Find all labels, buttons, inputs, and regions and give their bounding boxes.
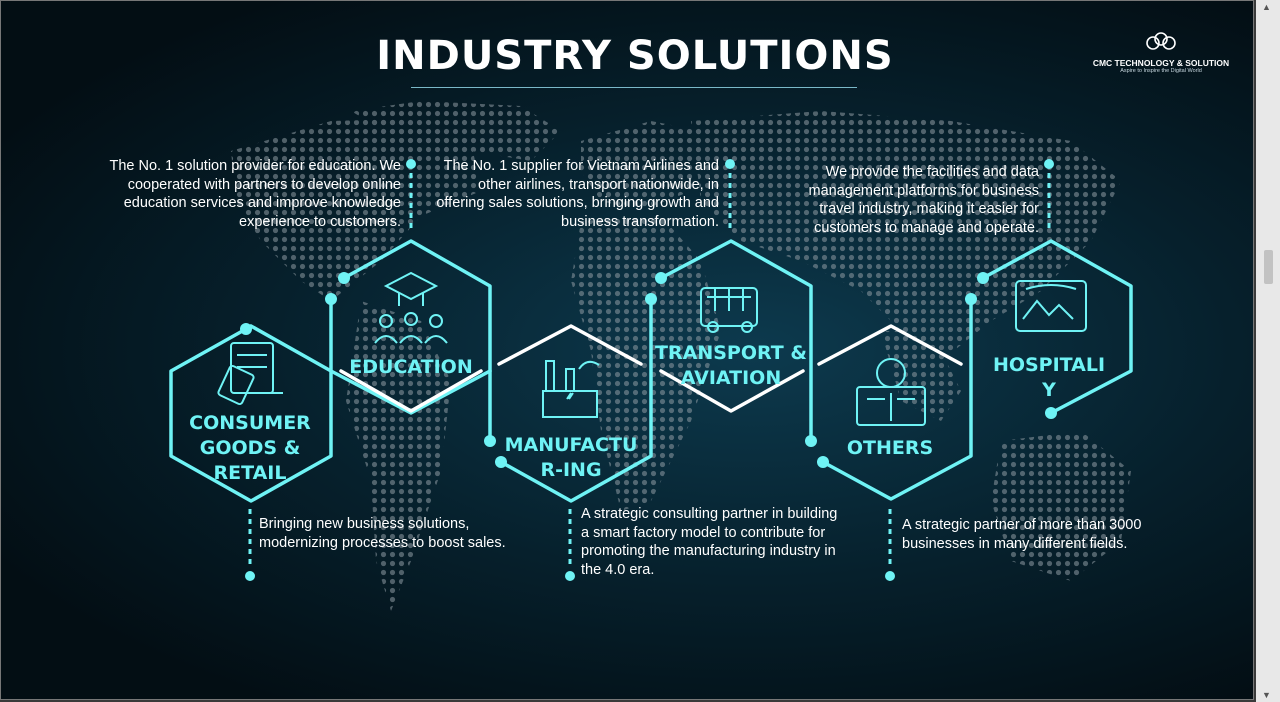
- title-underline: [411, 87, 857, 88]
- others-description: A strategic partner of more than 3000 bu…: [902, 517, 1142, 552]
- education-description: The No. 1 solution provider for educatio…: [109, 158, 401, 230]
- hex-education-bottom: [329, 297, 492, 415]
- transport-description: The No. 1 supplier for Vietnam Airlines …: [436, 158, 719, 230]
- label-others: OTHERS: [846, 437, 934, 459]
- consumer-goods-description: Bringing new business solutions, moderni…: [259, 516, 506, 551]
- hex-hospitality: [981, 239, 1133, 415]
- hex-transport: [659, 239, 813, 443]
- logo-icon: [1146, 32, 1176, 50]
- logo-name: CMC TECHNOLOGY & SOLUTION: [1092, 58, 1230, 68]
- landscape-icon: [1015, 280, 1087, 332]
- bus-icon: [700, 287, 758, 333]
- factory-icon: [542, 360, 600, 418]
- label-manufacturing: MANUFACTU R-ING: [504, 434, 638, 481]
- globe-tablet-icon: [856, 358, 926, 426]
- company-logo: CMC TECHNOLOGY & SOLUTION Aspire to Insp…: [1091, 31, 1231, 74]
- manufacturing-description: A strategic consulting partner in buildi…: [581, 506, 838, 578]
- vertical-scrollbar[interactable]: ▲ ▼: [1256, 0, 1280, 702]
- shopping-cart-icon: [217, 342, 283, 406]
- hex-others: [821, 297, 973, 501]
- scrollbar-thumb[interactable]: [1264, 250, 1273, 284]
- scroll-up-arrow-icon[interactable]: ▲: [1262, 2, 1271, 12]
- graduation-class-icon: [374, 271, 448, 344]
- logo-tagline: Aspire to Inspire the Digital World: [1120, 68, 1202, 74]
- label-hospitality: HOSPITALI Y: [992, 354, 1106, 401]
- hospitality-description: We provide the facilities and data manag…: [808, 164, 1040, 236]
- world-map-dots: [231, 101, 1131, 611]
- page-title: INDUSTRY SOLUTIONS: [376, 33, 894, 79]
- label-consumer-goods: CONSUMER GOODS & RETAIL: [189, 412, 311, 484]
- hexagon-diagram: [169, 159, 1133, 581]
- hex-manufacturing: [499, 297, 653, 503]
- label-education: EDUCATION: [349, 356, 473, 378]
- hex-education: [342, 239, 492, 443]
- label-transport: TRANSPORT & AVIATION: [655, 342, 807, 389]
- slide: INDUSTRY SOLUTIONS CMC TECHNOLOGY & SOLU…: [0, 0, 1254, 700]
- scroll-down-arrow-icon[interactable]: ▼: [1262, 690, 1271, 700]
